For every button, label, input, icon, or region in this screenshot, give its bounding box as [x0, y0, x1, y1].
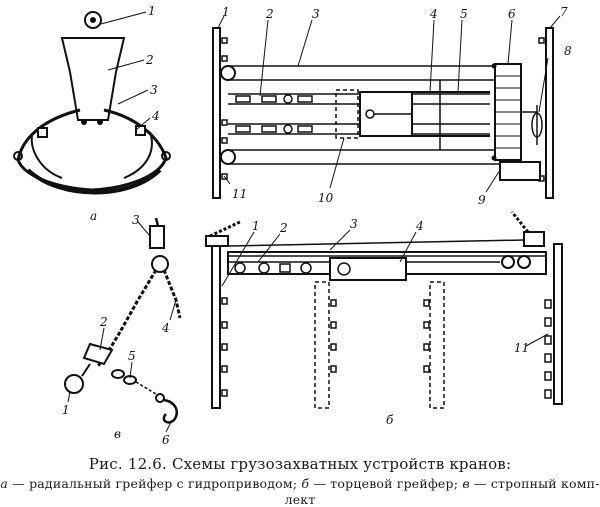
callout-a-1: 1 [148, 4, 156, 18]
grab-jaw-right [91, 108, 168, 192]
diagram-v-sling-set [64, 217, 182, 433]
callout-a-3: 3 [150, 83, 158, 97]
callout-top-11: 11 [232, 187, 247, 201]
callout-v-2: 2 [99, 315, 108, 329]
callout-b-1: 1 [252, 219, 260, 233]
beam-rollers [234, 262, 312, 274]
figure-caption-title: Рис. 12.6. Схемы грузозахватных устройст… [88, 455, 512, 473]
grab-bucket [26, 168, 162, 195]
label-b: б [386, 413, 394, 427]
drive-base [499, 161, 541, 181]
dashed-carriage [335, 89, 359, 139]
grab-carriage [329, 257, 407, 281]
callout-top-5: 5 [460, 7, 468, 21]
figure-caption-line2: лект [284, 492, 316, 507]
master-ring-top [151, 255, 169, 273]
label-a: а [90, 209, 97, 223]
left-column [211, 237, 221, 409]
lower-ring [64, 374, 84, 394]
sling-hook [162, 398, 178, 424]
callout-v-4: 4 [161, 321, 170, 335]
diagram-a-radial-grab [13, 11, 171, 195]
figure-caption-line1: а — радиальный грейфер с гидроприводом; … [0, 476, 600, 491]
diagram-b-end-grab [205, 211, 563, 409]
caption-key-a: а [0, 476, 9, 491]
left-column-hooks [221, 297, 228, 397]
bottom-pulley [220, 149, 236, 165]
callout-v-1: 1 [62, 403, 70, 417]
callout-v-6: 6 [162, 433, 170, 447]
callout-top-9: 9 [478, 193, 486, 207]
hanging-grab-outlines [314, 281, 445, 409]
callout-top-6: 6 [508, 7, 516, 21]
callout-b-2: 2 [279, 221, 288, 235]
grab-jaw-left [16, 108, 93, 192]
left-wall [212, 27, 221, 199]
callout-top-8: 8 [564, 44, 572, 58]
callout-top-3: 3 [312, 7, 320, 21]
top-pulley [220, 65, 236, 81]
caption-text-a: — радиальный грейфер с гидроприводом; [8, 476, 302, 491]
callout-v-5: 5 [128, 349, 136, 363]
callout-top-1: 1 [222, 5, 230, 19]
grab-body [60, 37, 126, 121]
crane-gripping-devices-figure: 1 2 3 4 а [13, 4, 572, 447]
caption-text-b: — торцевой грейфер; [309, 476, 463, 491]
right-column-hooks [544, 299, 552, 399]
diagram-top-plan [212, 15, 561, 199]
right-column [553, 243, 563, 405]
left-wall-brackets [221, 37, 228, 180]
callout-b-3: 3 [350, 217, 358, 231]
caption-key-v: в [462, 476, 470, 491]
callout-top-7: 7 [560, 5, 568, 19]
callout-b-4: 4 [415, 219, 424, 233]
roller-blocks [235, 94, 313, 134]
callout-top-2: 2 [265, 7, 274, 21]
callout-b-11: 11 [514, 341, 529, 355]
hanging-grab-teeth [330, 299, 430, 373]
caption-key-b: б [301, 476, 310, 491]
sling-thimble [82, 342, 114, 366]
callout-top-4: 4 [429, 7, 438, 21]
label-v: в [114, 427, 121, 441]
callout-v-3: 3 [132, 213, 140, 227]
caption-text-v: — стропный комп- [469, 476, 600, 491]
callout-top-10: 10 [318, 191, 334, 205]
callout-a-2: 2 [145, 53, 154, 67]
callout-a-4: 4 [151, 109, 160, 123]
right-wall [545, 27, 554, 199]
